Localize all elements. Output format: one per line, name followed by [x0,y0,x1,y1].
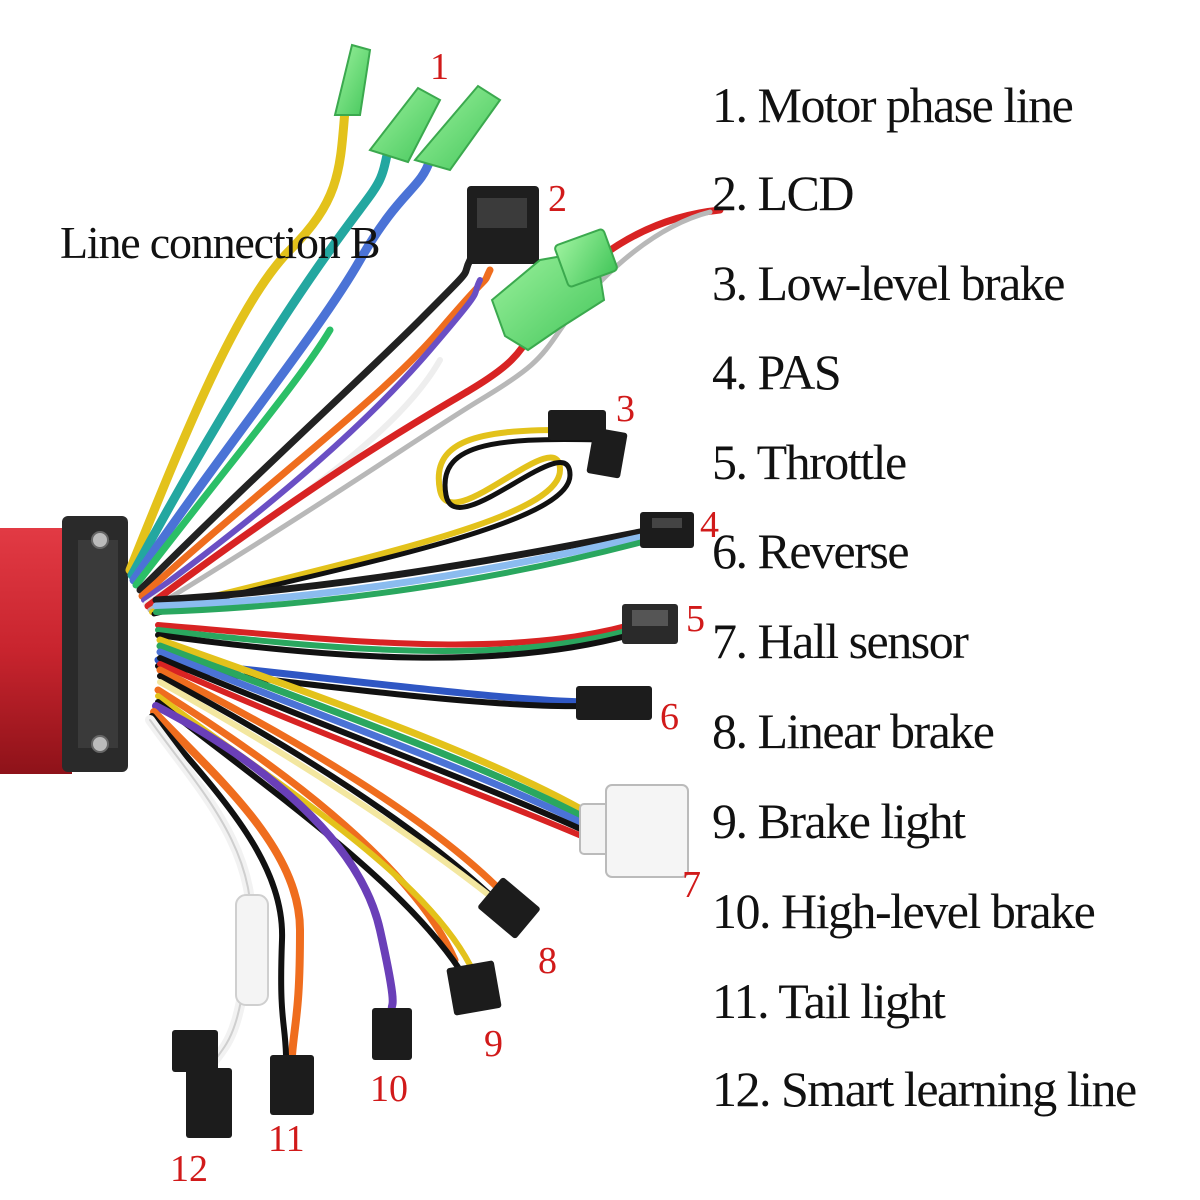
connector-high-level-brake [372,1008,412,1060]
legend-item-low-level-brake: 3. Low-level brake [712,255,1066,311]
connector-green-2pin [490,228,618,352]
callout-3: 3 [616,388,635,430]
callout-2: 2 [548,178,567,220]
callout-6: 6 [660,696,679,738]
connector-lcd [467,186,539,264]
callout-12: 12 [170,1148,208,1190]
legend-item-high-level-brake: 10. High-level brake [712,883,1096,939]
connector-pas [640,512,694,548]
connector-hall-sensor [579,784,689,878]
legend-item-motor-phase-line: 1. Motor phase line [712,77,1074,133]
callout-1: 1 [430,46,449,88]
callout-8: 8 [538,940,557,982]
diagram-title: Line connection B [60,217,381,268]
legend-item-smart-learning-line: 12. Smart learning line [712,1061,1137,1117]
callout-10: 10 [370,1068,408,1110]
legend-item-brake-light: 9. Brake light [712,793,966,849]
callout-5: 5 [686,598,705,640]
connector-smart-learning [172,1030,232,1138]
legend-item-reverse: 6. Reverse [712,523,910,579]
legend-item-tail-light: 11. Tail light [712,973,946,1029]
legend-item-lcd: 2. LCD [712,165,855,221]
heat-shrink-sleeve [235,894,269,1006]
legend-item-linear-brake: 8. Linear brake [712,703,995,759]
callout-4: 4 [700,504,719,546]
connector-throttle [622,604,678,644]
legend-item-pas: 4. PAS [712,344,842,400]
callout-11: 11 [268,1118,305,1160]
connector-brake-light [446,960,502,1016]
legend-item-throttle: 5. Throttle [712,434,907,490]
screw-icon [91,531,109,549]
connector-linear-brake [478,877,540,939]
callout-9: 9 [484,1023,503,1065]
screw-icon [91,735,109,753]
callout-7: 7 [682,864,701,906]
connector-motor-phase [333,43,502,172]
connector-low-level-brake [548,410,628,479]
controller-box [0,516,128,774]
legend-item-hall-sensor: 7. Hall sensor [712,613,969,669]
connector-tail-light [270,1055,314,1115]
wire-bundle [125,105,724,1065]
connector-reverse [576,686,652,720]
